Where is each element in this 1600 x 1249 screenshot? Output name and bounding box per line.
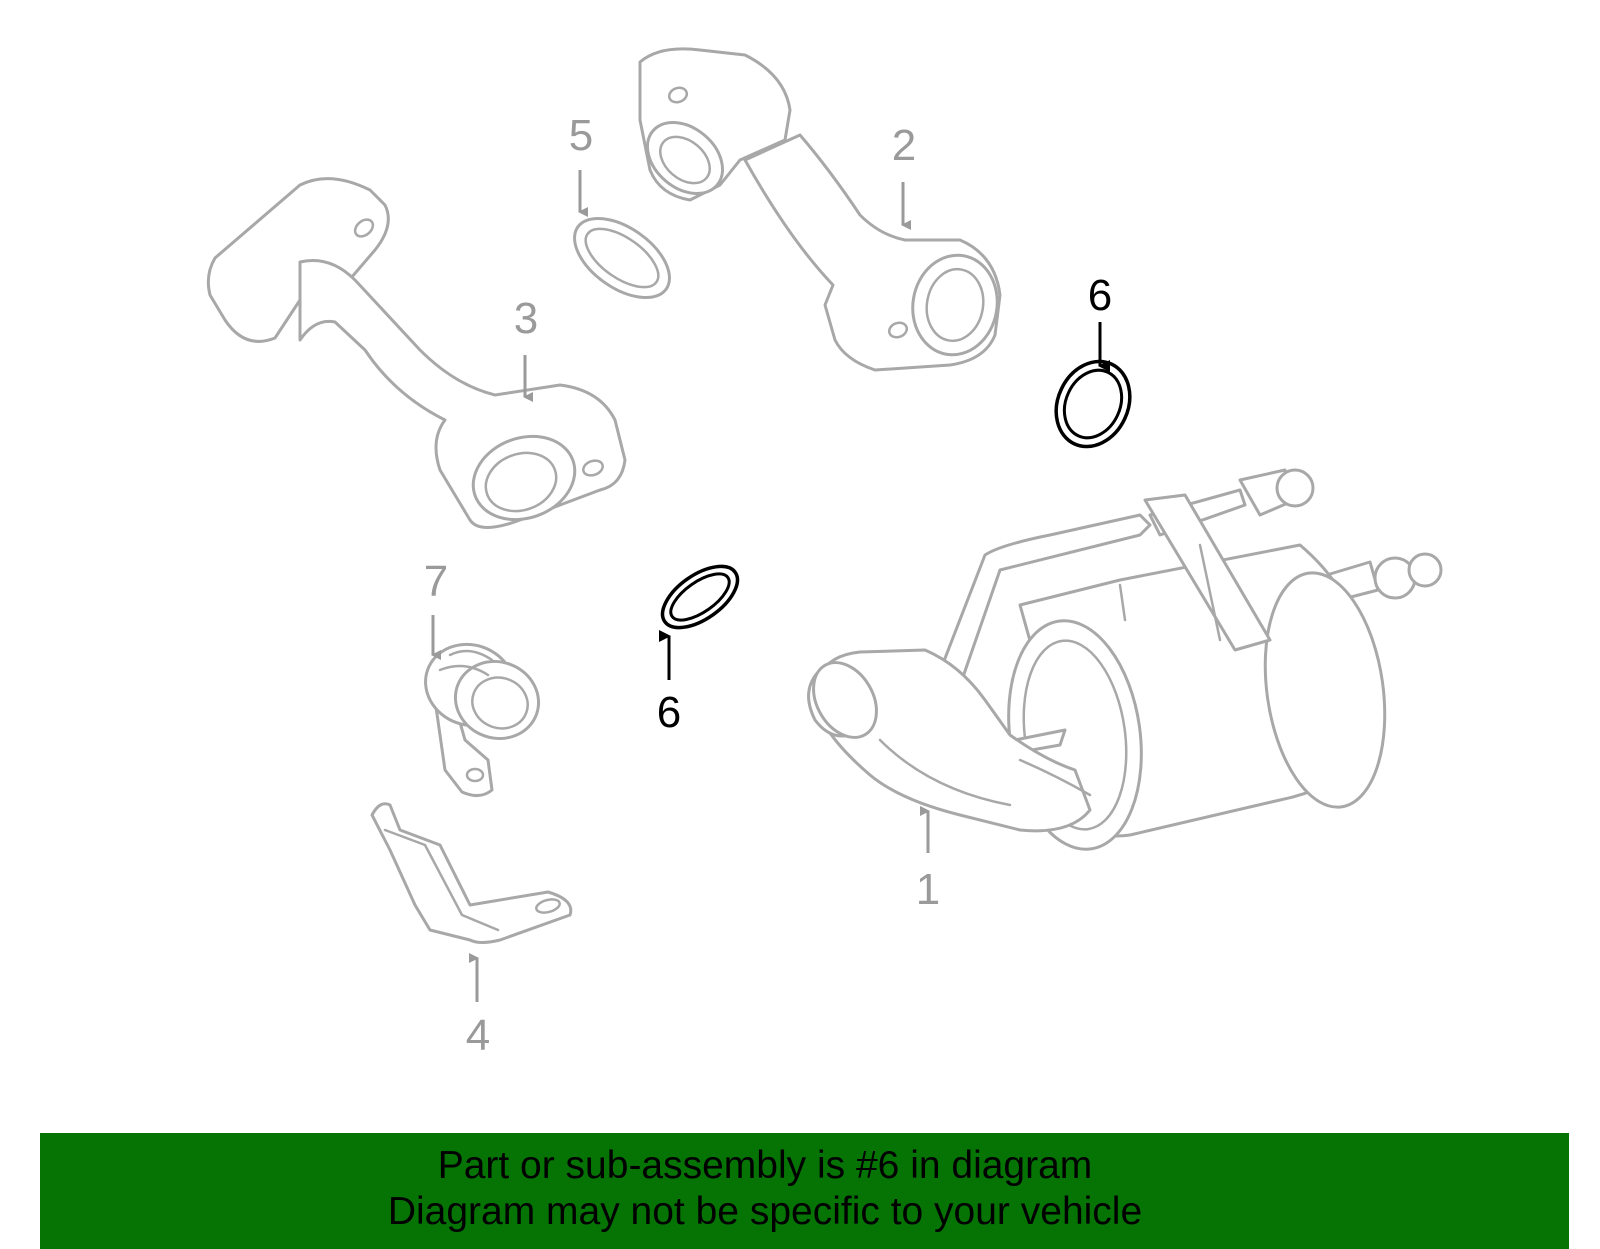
callout-7: 7: [424, 557, 448, 606]
callout-arrows: [431, 170, 1110, 1002]
callout-1: 1: [916, 865, 940, 914]
callout-5: 5: [569, 111, 593, 160]
banner-line-disclaimer: Diagram may not be specific to your vehi…: [387, 1190, 1143, 1233]
part-5-ring: [573, 216, 671, 300]
callout-4: 4: [466, 1011, 490, 1060]
info-banner: Part or sub-assembly is #6 in diagram Di…: [40, 1133, 1569, 1249]
callout-6-right: 6: [1088, 271, 1112, 320]
part-3-pipe: [206, 177, 627, 529]
part-4-bracket: [370, 802, 573, 944]
banner-line-part-number: Part or sub-assembly is #6 in diagram: [437, 1144, 1093, 1187]
callout-6-left: 6: [657, 688, 681, 737]
part-2-pipe: [638, 47, 1002, 372]
callout-labels: 5 2 3 6 7 6 1 4: [424, 111, 1112, 1060]
part-7-fitting: [424, 642, 541, 797]
callout-3: 3: [514, 294, 538, 343]
part-6-ring-right: [1054, 359, 1132, 449]
callout-2: 2: [892, 121, 916, 170]
part-1-cooler: [807, 468, 1443, 851]
part-6-ring-left: [660, 564, 740, 630]
